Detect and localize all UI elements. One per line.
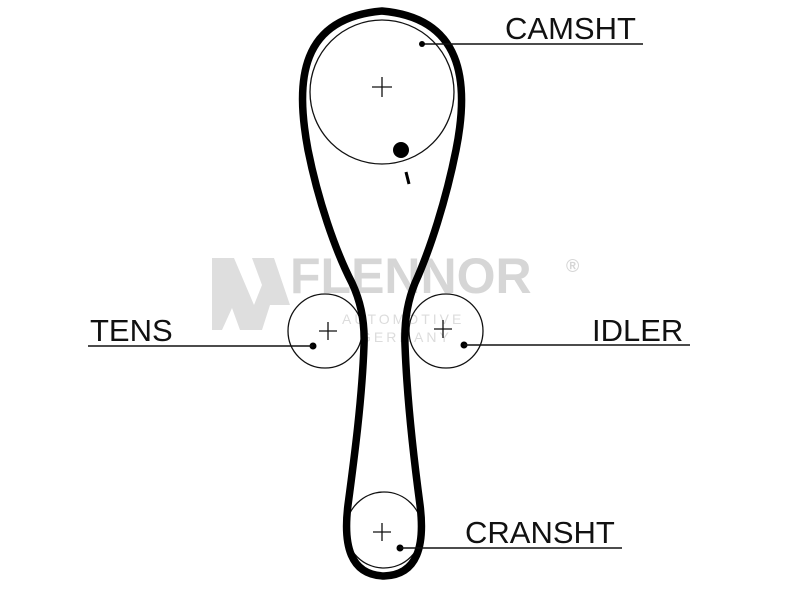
watermark-registered: ® [566, 256, 579, 276]
timing-belt [298, 7, 466, 580]
camshaft-label: CAMSHT [505, 11, 636, 46]
camshaft-pulley-circle [309, 19, 455, 165]
camshaft-pulley [309, 19, 455, 185]
flennor-watermark: FLENNOR ® AUTOMOTIVE GERMANY [212, 248, 579, 345]
idler-pulley [408, 293, 484, 369]
crankshaft-pulley [345, 491, 423, 569]
crankshaft-label: CRANSHT [465, 515, 615, 550]
camshaft-timing-mark [404, 171, 411, 185]
watermark-logo-mark [212, 258, 290, 330]
camshaft-leader-dot [419, 41, 425, 47]
watermark-line1: AUTOMOTIVE [342, 311, 464, 327]
tensioner-label: TENS [90, 313, 173, 348]
idler-label: IDLER [592, 313, 683, 348]
camshaft-timing-dot [393, 142, 409, 158]
tensioner-pulley [287, 293, 363, 369]
idler-pulley-circle [408, 293, 484, 369]
crankshaft-pulley-circle [345, 491, 423, 569]
